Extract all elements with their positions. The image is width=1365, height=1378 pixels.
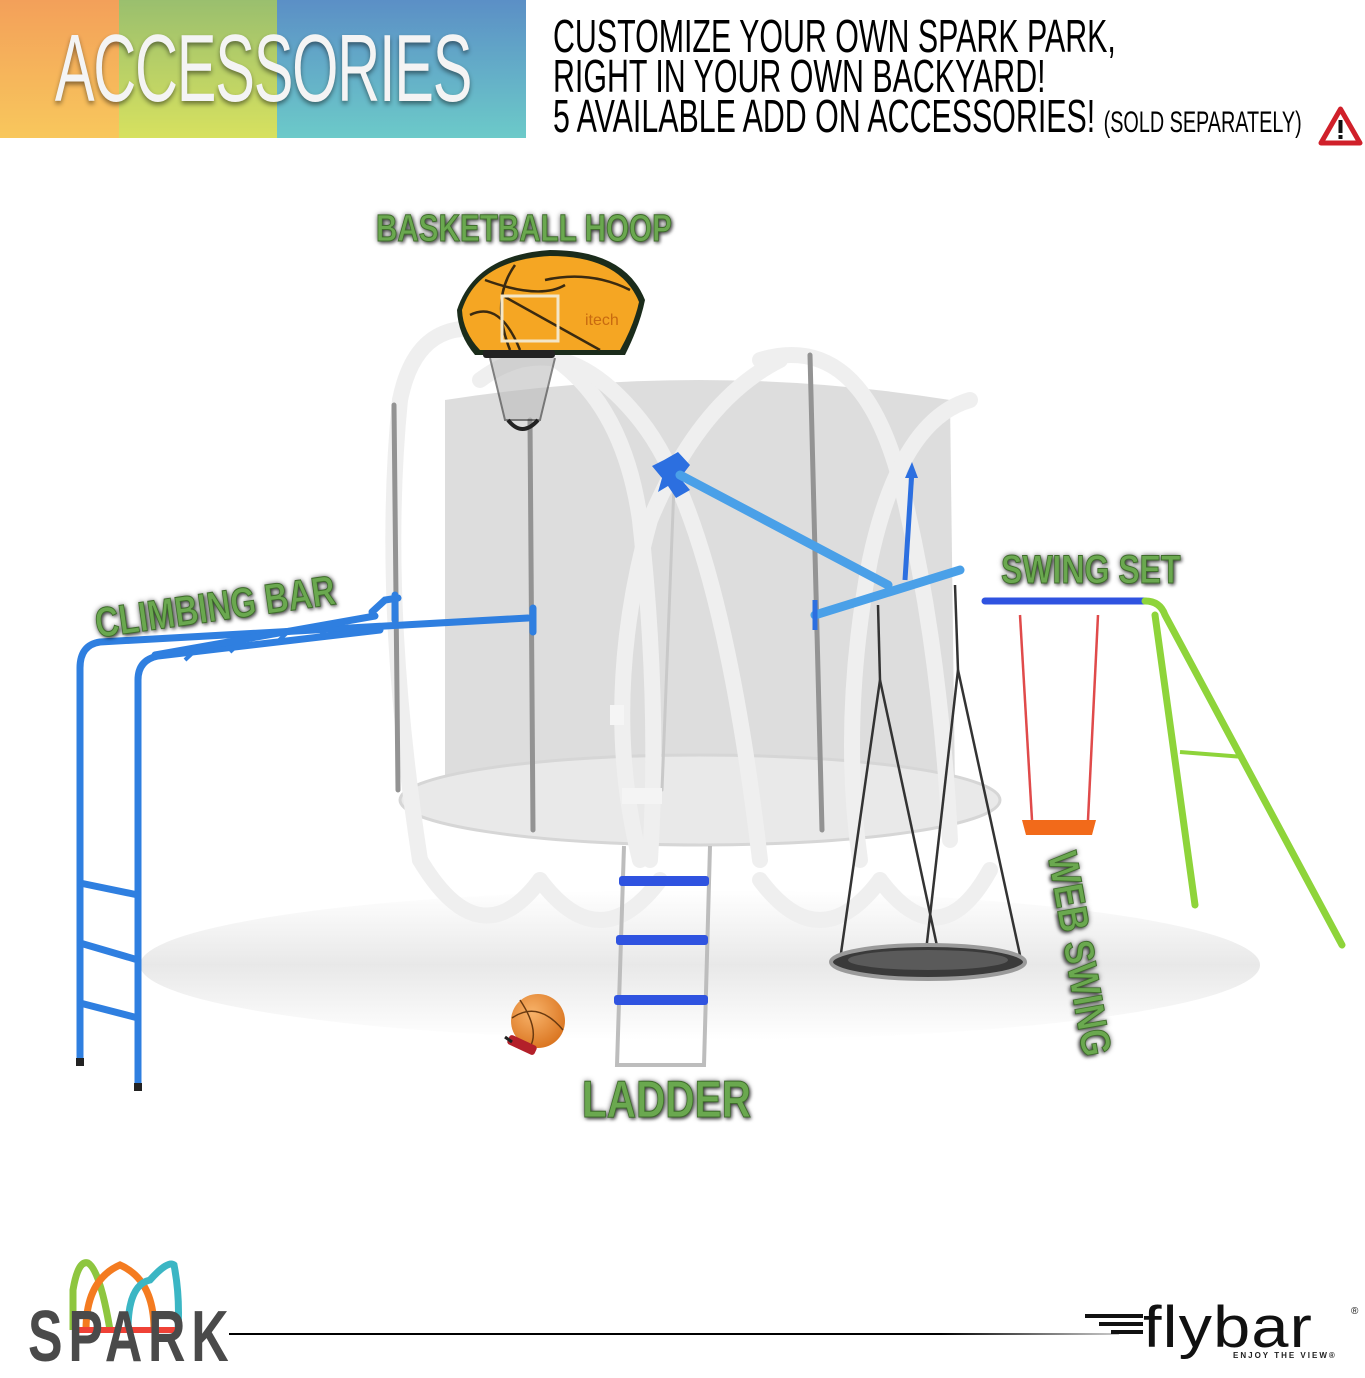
label-ladder: LADDER: [582, 1071, 752, 1130]
flybar-tagline: ENJOY THE VIEW®: [1233, 1351, 1337, 1360]
basketball-hoop: itech: [457, 250, 645, 431]
accessories-banner: ACCESSORIES: [0, 0, 526, 138]
web-swing: [838, 584, 1022, 961]
flybar-logo: flybar ® ENJOY THE VIEW®: [1085, 1295, 1365, 1367]
svg-text:itech: itech: [585, 312, 619, 329]
warning-triangle-icon: [1318, 106, 1363, 146]
headline-line-3-text: 5 AVAILABLE ADD ON ACCESSORIES!: [553, 90, 1096, 142]
web-swing-arm: [652, 452, 965, 630]
footer-divider: [229, 1333, 1119, 1335]
spark-park-scene: itech: [76, 250, 1346, 1091]
headline: CUSTOMIZE YOUR OWN SPARK PARK, RIGHT IN …: [553, 10, 1353, 139]
trampoline: [385, 320, 1002, 928]
flybar-wordmark: flybar: [1143, 1295, 1314, 1360]
spark-wordmark: SPARK: [28, 1297, 235, 1377]
banner-band-green: [119, 0, 277, 138]
headline-line-1: CUSTOMIZE YOUR OWN SPARK PARK,: [553, 10, 1116, 62]
banner-band-blue: [277, 0, 526, 138]
label-swing-set: SWING SET: [1001, 548, 1181, 593]
headline-line-2: RIGHT IN YOUR OWN BACKYARD!: [553, 50, 1046, 102]
headline-line-3: 5 AVAILABLE ADD ON ACCESSORIES! (SOLD SE…: [553, 93, 1302, 139]
flybar-registered-mark: ®: [1351, 1306, 1359, 1317]
climbing-bar: [76, 591, 537, 1089]
label-basketball-hoop: BASKETBALL HOOP: [376, 208, 673, 251]
banner-title: ACCESSORIES: [54, 15, 473, 122]
flybar-wing-icon: [1085, 1314, 1143, 1334]
spark-logo-icon: [69, 1259, 182, 1333]
ladder: [614, 845, 712, 1067]
swing-set: [981, 597, 1346, 949]
ground-shadow: [140, 890, 1260, 1040]
banner-band-orange: [0, 0, 119, 138]
basketball: [504, 994, 565, 1055]
sold-separately-note: (SOLD SEPARATELY): [1103, 106, 1302, 139]
